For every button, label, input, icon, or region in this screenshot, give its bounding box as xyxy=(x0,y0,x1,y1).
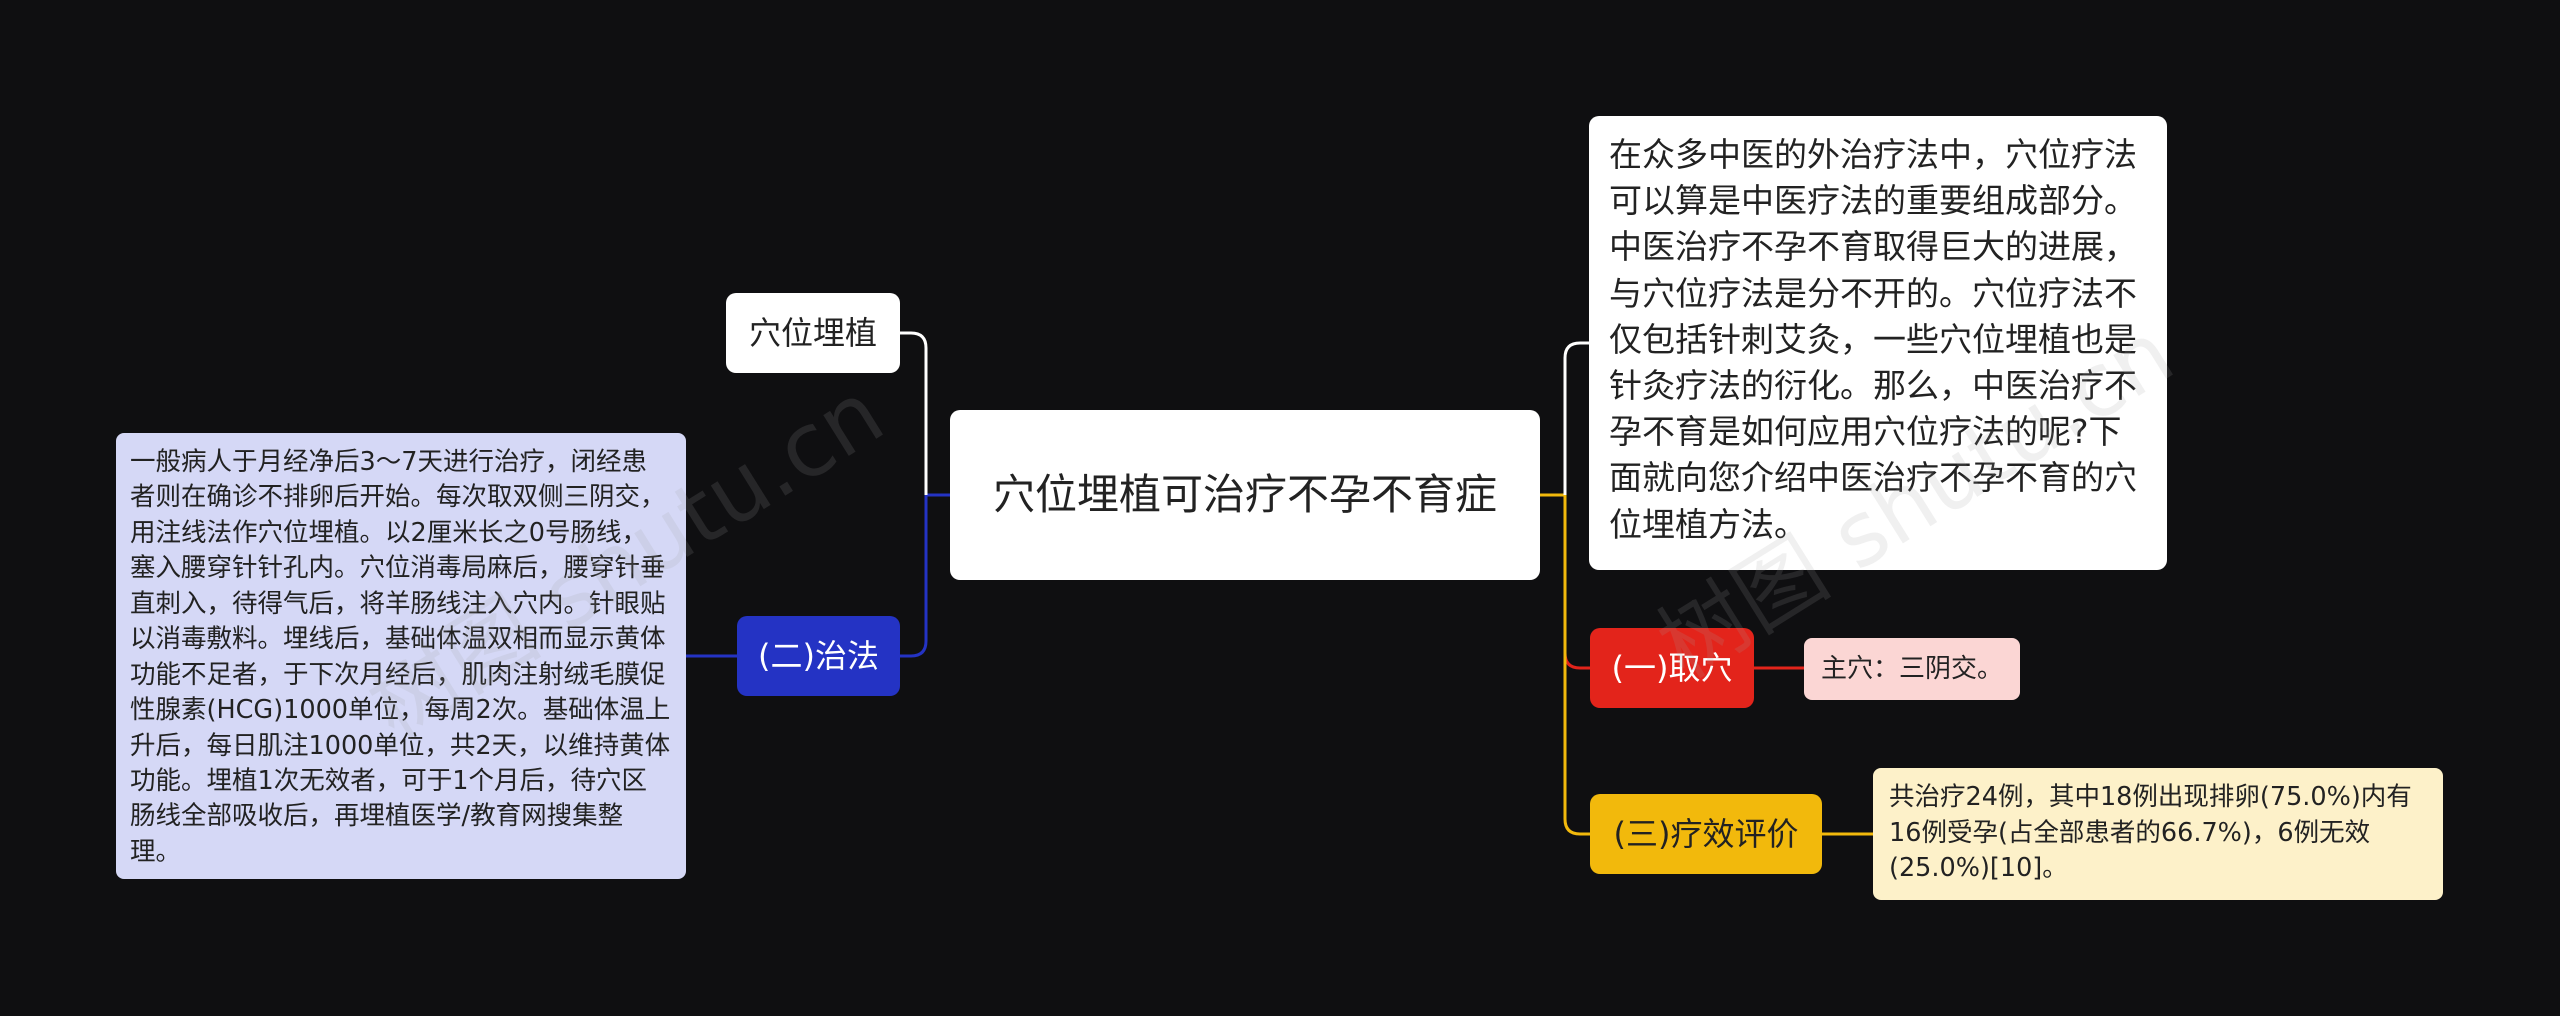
efficacy-detail-note[interactable]: 共治疗24例，其中18例出现排卵(75.0%)内有16例受孕(占全部患者的66.… xyxy=(1873,768,2443,900)
acupoint-selection-detail[interactable]: 主穴：三阴交。 xyxy=(1804,638,2020,700)
central-topic[interactable]: 穴位埋植可治疗不孕不育症 xyxy=(950,410,1540,580)
right-topic-acupoint-selection[interactable]: (一)取穴 xyxy=(1590,628,1754,708)
central-topic-label: 穴位埋植可治疗不孕不育症 xyxy=(992,469,1497,519)
right-topic-acupoint-selection-label: (一)取穴 xyxy=(1611,648,1733,687)
left-topic-treatment[interactable]: (二)治法 xyxy=(737,616,900,696)
link-right-intro xyxy=(1563,341,1589,495)
link-left-topic2 xyxy=(900,495,928,658)
intro-note[interactable]: 在众多中医的外治疗法中，穴位疗法可以算是中医疗法的重要组成部分。中医治疗不孕不育… xyxy=(1589,116,2167,570)
link-left-topic1 xyxy=(900,331,928,495)
intro-text: 在众多中医的外治疗法中，穴位疗法可以算是中医疗法的重要组成部分。中医治疗不孕不育… xyxy=(1609,135,2137,544)
acupoint-selection-detail-text: 主穴：三阴交。 xyxy=(1820,653,2003,684)
efficacy-detail-text: 共治疗24例，其中18例出现排卵(75.0%)内有16例受孕(占全部患者的66.… xyxy=(1889,782,2412,884)
left-topic-acupoint-embedding-label: 穴位埋植 xyxy=(748,313,877,352)
treatment-detail-note[interactable]: 一般病人于月经净后3～7天进行治疗，闭经患者则在确诊不排卵后开始。每次取双侧三阴… xyxy=(116,433,686,879)
link-right-topic2 xyxy=(1563,495,1590,836)
left-topic-acupoint-embedding[interactable]: 穴位埋植 xyxy=(726,293,900,373)
treatment-detail-text: 一般病人于月经净后3～7天进行治疗，闭经患者则在确诊不排卵后开始。每次取双侧三阴… xyxy=(130,447,671,867)
right-topic-efficacy[interactable]: (三)疗效评价 xyxy=(1590,794,1822,874)
link-right-topic1 xyxy=(1563,495,1590,670)
left-topic-treatment-label: (二)治法 xyxy=(758,636,879,675)
right-topic-efficacy-label: (三)疗效评价 xyxy=(1613,814,1799,853)
